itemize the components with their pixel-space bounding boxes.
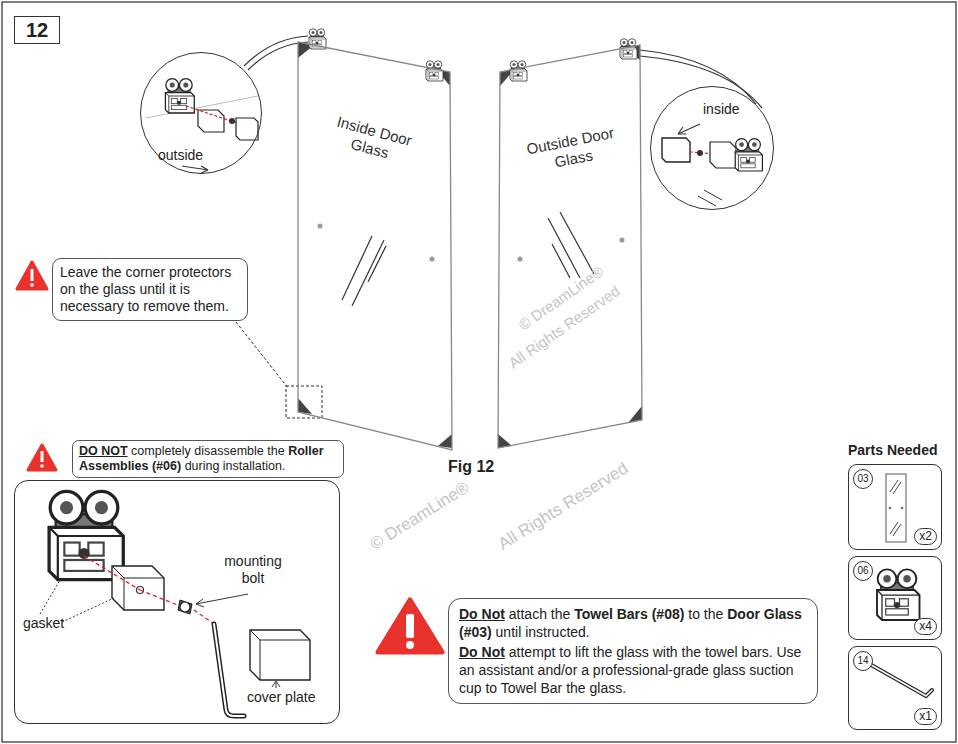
- parts-box: 14 x1: [848, 646, 942, 730]
- parts-box: 03 x2: [848, 464, 942, 550]
- text-run: attach the: [509, 606, 571, 622]
- warning-callout: DO NOT completely disassemble the Roller…: [72, 440, 344, 478]
- figure-caption: Fig 12: [448, 458, 494, 476]
- text-run: Do Not: [459, 644, 505, 660]
- warning-callout: Do Not attach the Towel Bars (#08) to th…: [448, 598, 818, 704]
- warning-callout: Leave the corner protectors on the glass…: [52, 258, 248, 321]
- glass-panel: Inside Door Glass: [296, 40, 454, 452]
- text-run: during installation.: [185, 459, 286, 473]
- part-label: mounting bolt: [215, 553, 291, 587]
- detail-panel: mounting bolt gasket cover plate: [14, 480, 340, 724]
- text-run: attempt to lift the glass with the towel…: [459, 644, 801, 696]
- part-number: 03: [853, 469, 873, 489]
- part-label: outside: [158, 147, 203, 164]
- text-paragraph: DO NOT completely disassemble the Roller…: [79, 444, 337, 474]
- text-run: Do Not: [459, 606, 505, 622]
- detail-circle: inside: [650, 86, 774, 210]
- part-label: inside: [703, 101, 740, 118]
- text-run: Towel Bars (#08): [574, 606, 684, 622]
- watermark: © DreamLine®: [367, 478, 473, 555]
- section-heading: Parts Needed: [848, 442, 937, 458]
- text-run: completely disassemble the: [131, 444, 285, 458]
- glass-outline: [496, 42, 644, 452]
- text-paragraph: Do Not attach the Towel Bars (#08) to th…: [459, 605, 807, 641]
- part-label: cover plate: [247, 689, 315, 706]
- box-text: 12: [26, 19, 48, 42]
- watermark: All Rights Reserved: [495, 458, 632, 554]
- text-run: until instructed.: [496, 624, 590, 640]
- text-paragraph: Do Not attempt to lift the glass with th…: [459, 643, 807, 697]
- text-run: to the: [688, 606, 723, 622]
- quantity: x2: [914, 528, 937, 545]
- part-label: Inside Door Glass: [323, 111, 421, 170]
- parts-box: 06 x4: [848, 556, 942, 640]
- part-number: 14: [853, 651, 873, 671]
- detail-circle: outside: [140, 52, 262, 174]
- box-text: Leave the corner protectors on the glass…: [60, 264, 240, 315]
- quantity: x4: [914, 618, 937, 635]
- glass-panel: Outside Door Glass: [496, 42, 644, 452]
- text-run: DO NOT: [79, 444, 128, 458]
- part-label: Outside Door Glass: [523, 124, 620, 177]
- step-number-box: 12: [14, 16, 60, 44]
- part-number: 06: [853, 561, 873, 581]
- part-label: gasket: [23, 615, 64, 632]
- glass-outline: [296, 40, 454, 452]
- quantity: x1: [914, 708, 937, 725]
